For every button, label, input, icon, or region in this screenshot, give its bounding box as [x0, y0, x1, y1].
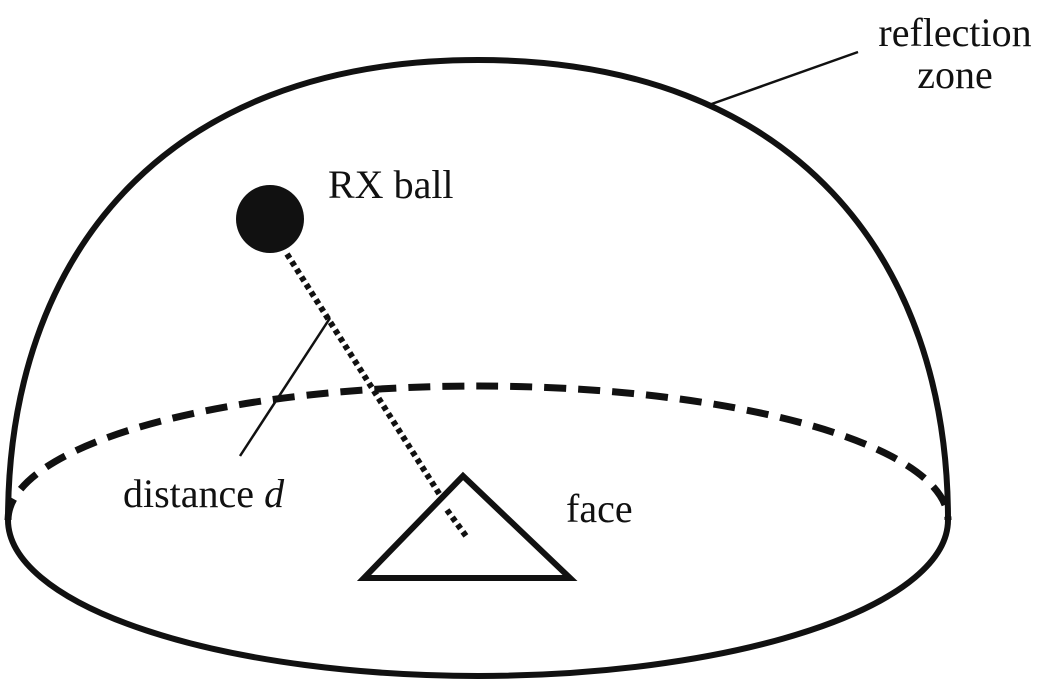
- distance-label-prefix: distance: [123, 471, 264, 516]
- reflection-zone-label-line2: zone: [917, 52, 993, 97]
- rx-ball-label: RX ball: [328, 162, 454, 207]
- distance-label-variable: d: [264, 471, 285, 516]
- reflection-zone-label-line1: reflection: [878, 10, 1031, 55]
- reflection-zone-leader: [705, 50, 859, 108]
- base-ellipse-front: [5, 519, 951, 679]
- distance-label: distance d: [123, 471, 285, 516]
- face-label: face: [566, 486, 633, 531]
- distance-line: [284, 252, 469, 538]
- rx-ball: [236, 185, 304, 253]
- distance-leader: [238, 317, 332, 457]
- base-ellipse-back: [4, 382, 952, 521]
- hemisphere-dome: [5, 56, 951, 521]
- face-triangle: [356, 471, 578, 581]
